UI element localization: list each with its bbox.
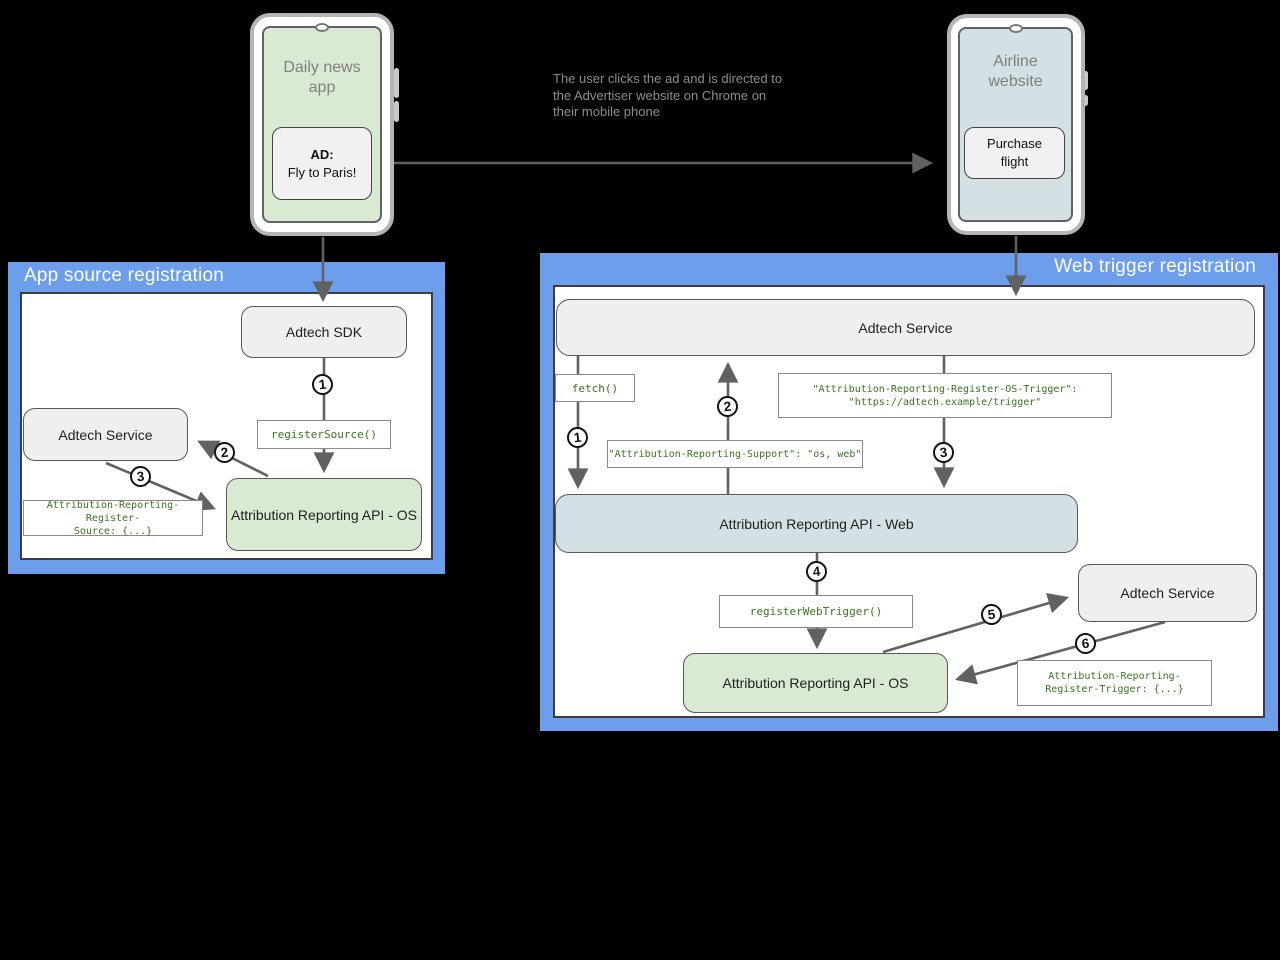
- ad-title: AD:: [310, 146, 334, 162]
- code-fetch: fetch(): [555, 374, 635, 402]
- phone-left-button-volume: [394, 68, 399, 98]
- ad-box[interactable]: AD: Fly to Paris!: [272, 127, 372, 200]
- purchase-flight-button[interactable]: Purchase flight: [964, 127, 1065, 179]
- node-adtech-service-right: Adtech Service: [1078, 564, 1257, 622]
- code-register-web-trigger: registerWebTrigger(): [719, 595, 913, 628]
- code-register-source: registerSource(): [257, 420, 391, 449]
- node-attribution-api-os-right: Attribution Reporting API - OS: [683, 653, 948, 713]
- ad-text: Fly to Paris!: [287, 164, 357, 180]
- code-support-header: "Attribution-Reporting-Support": "os, we…: [607, 440, 863, 468]
- phone-right-button-volume: [1083, 71, 1088, 90]
- node-adtech-sdk: Adtech SDK: [241, 306, 407, 358]
- app-source-panel-title: App source registration: [24, 265, 224, 286]
- user-click-annotation: The user clicks the ad and is directed t…: [553, 71, 783, 119]
- phone-left-app-label: Daily news app: [283, 59, 361, 96]
- web-trigger-panel-title: Web trigger registration: [1054, 256, 1256, 277]
- phone-left-camera-icon: [315, 23, 329, 32]
- code-register-os-trigger-header: "Attribution-Reporting-Register-OS-Trigg…: [778, 373, 1112, 418]
- phone-right-button-power: [1083, 95, 1088, 106]
- code-register-source-header: Attribution-Reporting-Register- Source: …: [23, 500, 203, 537]
- node-adtech-service-left: Adtech Service: [23, 408, 188, 461]
- node-attribution-api-web: Attribution Reporting API - Web: [555, 494, 1078, 553]
- node-attribution-api-os-left: Attribution Reporting API - OS: [226, 478, 422, 551]
- node-adtech-service-top: Adtech Service: [556, 299, 1255, 356]
- phone-right-site-label: Airline website: [988, 53, 1043, 90]
- phone-left-button-power: [394, 101, 399, 122]
- phone-right-screen: [958, 27, 1073, 222]
- code-register-trigger-header: Attribution-Reporting- Register-Trigger:…: [1017, 660, 1212, 706]
- phone-right-camera-icon: [1009, 24, 1023, 33]
